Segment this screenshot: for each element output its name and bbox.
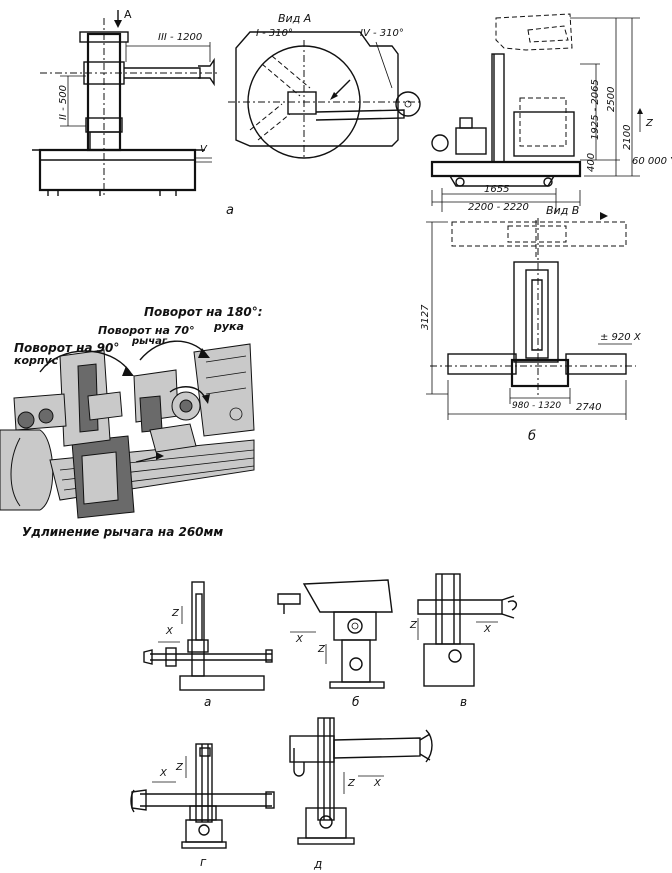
figure-b-caption: б — [528, 429, 536, 444]
scheme-b-caption: б — [352, 695, 360, 709]
scheme-d-x: X — [373, 778, 382, 789]
dim-3127: 3127 — [420, 304, 431, 330]
dim-2500: 2500 — [606, 87, 617, 112]
extension-label: Удлинение рычага на 260мм — [22, 525, 223, 539]
lever-label: рычаг — [131, 336, 168, 347]
rotate-70-label: Поворот на 70° — [98, 324, 195, 337]
scheme-b: X Z б — [277, 579, 393, 709]
dim-980-1320: 980 - 1320 — [512, 401, 561, 411]
body-label: корпус — [14, 354, 59, 367]
scheme-a-z: Z — [171, 608, 180, 619]
scheme-a: Z X а — [143, 581, 273, 709]
dim-1925-2065: 1925 - 2065 — [590, 79, 601, 140]
dim-1655: 1655 — [484, 184, 509, 195]
scheme-g-z: Z — [175, 762, 184, 773]
figure-b-front-view: 1925 - 2065 2500 2100 400 Z 60 000 Y 165… — [430, 13, 672, 213]
figure-a-caption: а — [226, 203, 234, 218]
dim-2200-2220: 2200 - 2220 — [468, 202, 529, 213]
figure-b-top-view: Вид В 3127 ± 920 X 980 - 1320 2740 б — [420, 204, 642, 444]
view-a-title: Вид А — [278, 12, 311, 25]
dim-i-310: I - 310° — [256, 28, 293, 39]
dim-ii-500: II - 500 — [58, 85, 69, 120]
scheme-d-z: Z — [347, 778, 356, 789]
scheme-a-x: X — [165, 626, 174, 637]
view-a-marker: A — [124, 8, 132, 21]
dim-400: 400 — [586, 153, 597, 172]
dim-iv-310: IV - 310° — [360, 28, 404, 39]
scheme-v-x: X — [483, 624, 492, 635]
machine-photo-panel: Поворот на 180°: рука Поворот на 70° рыч… — [0, 296, 263, 546]
scheme-a-caption: а — [204, 695, 211, 709]
scheme-g: X Z г — [130, 743, 275, 869]
scheme-b-x: X — [295, 634, 304, 645]
scheme-d: Z X д — [289, 717, 433, 871]
axis-z-label: Z — [645, 118, 654, 129]
scheme-v-z: Z — [409, 620, 418, 631]
scheme-g-caption: г — [200, 855, 207, 869]
arm-label: рука — [213, 320, 244, 333]
dim-2740: 2740 — [576, 402, 601, 413]
dim-920-x: ± 920 X — [600, 332, 642, 343]
scheme-b-z: Z — [317, 644, 326, 655]
load-60000-y: 60 000 Y — [632, 156, 672, 167]
rotate-180-label: Поворот на 180°: — [144, 305, 263, 319]
dim-iii-1200: III - 1200 — [158, 32, 202, 43]
scheme-v: Z X в — [409, 573, 518, 709]
scheme-g-x: X — [159, 768, 168, 779]
figure-a-side-view: A III - 1200 II - 500 V а — [32, 8, 234, 218]
view-b-title: Вид В — [546, 204, 579, 217]
scheme-v-caption: в — [460, 695, 467, 709]
dim-2100: 2100 — [622, 125, 633, 150]
axis-v-label: V — [200, 144, 208, 155]
figure-a-top-view: Вид А I - 310° IV - 310° — [228, 12, 421, 160]
scheme-d-caption: д — [313, 857, 322, 871]
rotate-90-label: Поворот на 90° — [14, 341, 119, 355]
